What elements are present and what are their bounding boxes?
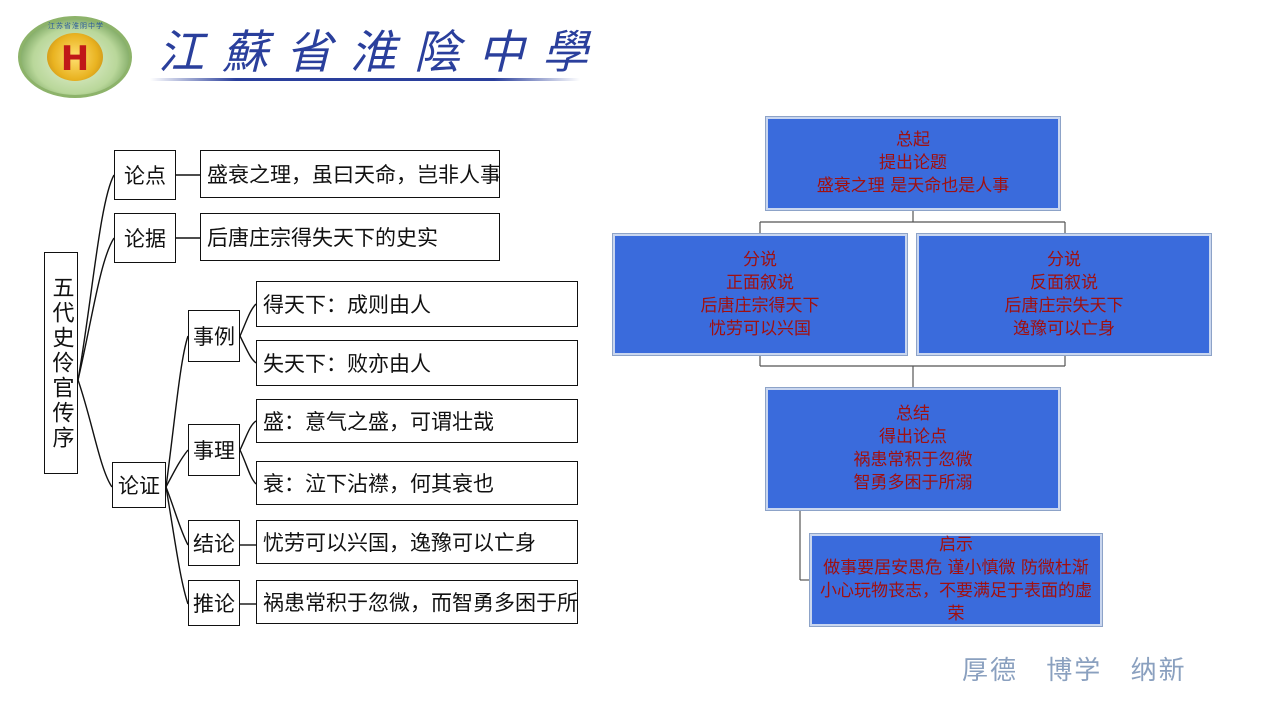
flow-top-line-2: 提出论题 [879, 153, 947, 173]
node-lundian: 论点 [114, 150, 176, 200]
motto-word-1: 厚德 [962, 656, 1019, 686]
flow-summary-line-2: 得出论点 [879, 427, 947, 447]
node-tuilun: 推论 [188, 580, 240, 626]
flow-top-line-3: 盛衰之理 是天命也是人事 [816, 176, 1010, 196]
flow-left-line-2: 正面叙说 [726, 272, 794, 293]
node-shili: 事例 [188, 310, 240, 362]
node-shili-reason: 事理 [188, 424, 240, 476]
flow-summary-line-1: 总结 [896, 404, 930, 424]
header-underline [150, 78, 580, 81]
flow-insight-line-2: 做事要居安思危 谨小慎微 防微杜渐 [823, 558, 1089, 578]
node-jielun: 结论 [188, 520, 240, 566]
school-logo: 江苏省淮阴中学 [18, 16, 132, 98]
logo-h-emblem-icon [47, 33, 103, 81]
flow-right-line-4: 逸豫可以亡身 [1013, 318, 1115, 339]
flow-right-box: 分说 反面叙说 后唐庄宗失天下 逸豫可以亡身 [917, 234, 1211, 355]
flow-summary-line-4: 智勇多困于所溺 [853, 473, 973, 493]
flow-right-line-3: 后唐庄宗失天下 [1004, 295, 1124, 316]
flow-insight-box: 启示 做事要居安思危 谨小慎微 防微杜渐 小心玩物丧志，不要满足于表面的虚荣 [810, 534, 1102, 626]
flow-top-box: 总起 提出论题 盛衰之理 是天命也是人事 [766, 117, 1060, 210]
node-lunju: 论据 [114, 213, 176, 263]
item-shili-1: 得天下：成则由人 [256, 281, 578, 327]
item-lundian: 盛衰之理，虽曰天命，岂非人事哉 [200, 150, 500, 198]
motto-word-2: 博学 [1046, 656, 1103, 686]
logo-ring-text: 江苏省淮阴中学 [48, 22, 104, 30]
item-jielun: 忧劳可以兴国，逸豫可以亡身 [256, 520, 578, 564]
tree-root: 五代史伶官传序 [44, 252, 78, 474]
flow-left-line-4: 忧劳可以兴国 [709, 318, 811, 339]
school-name: 江蘇省淮陰中學 [158, 25, 606, 79]
node-lunzheng: 论证 [112, 462, 166, 508]
flow-insight-line-3: 小心玩物丧志，不要满足于表面的虚荣 [820, 581, 1092, 624]
item-shuai: 衰：泣下沾襟，何其衰也 [256, 461, 578, 505]
item-lunju: 后唐庄宗得失天下的史实 [200, 213, 500, 261]
flow-top-line-1: 总起 [896, 130, 930, 150]
motto-word-3: 纳新 [1130, 656, 1187, 686]
item-tuilun: 祸患常积于忽微，而智勇多困于所溺 [256, 580, 578, 624]
flow-summary-box: 总结 得出论点 祸患常积于忽微 智勇多困于所溺 [766, 388, 1060, 510]
item-sheng: 盛：意气之盛，可谓壮哉 [256, 399, 578, 443]
flow-insight-line-1: 启示 [939, 535, 973, 555]
flow-left-line-1: 分说 [743, 249, 777, 270]
flow-right-line-1: 分说 [1047, 249, 1081, 270]
item-shili-2: 失天下：败亦由人 [256, 340, 578, 386]
flow-left-line-3: 后唐庄宗得天下 [700, 295, 820, 316]
flow-left-box: 分说 正面叙说 后唐庄宗得天下 忧劳可以兴国 [613, 234, 907, 355]
flow-right-line-2: 反面叙说 [1030, 272, 1098, 293]
school-motto: 厚德 博学 纳新 [962, 650, 1252, 690]
flow-summary-line-3: 祸患常积于忽微 [853, 450, 973, 470]
